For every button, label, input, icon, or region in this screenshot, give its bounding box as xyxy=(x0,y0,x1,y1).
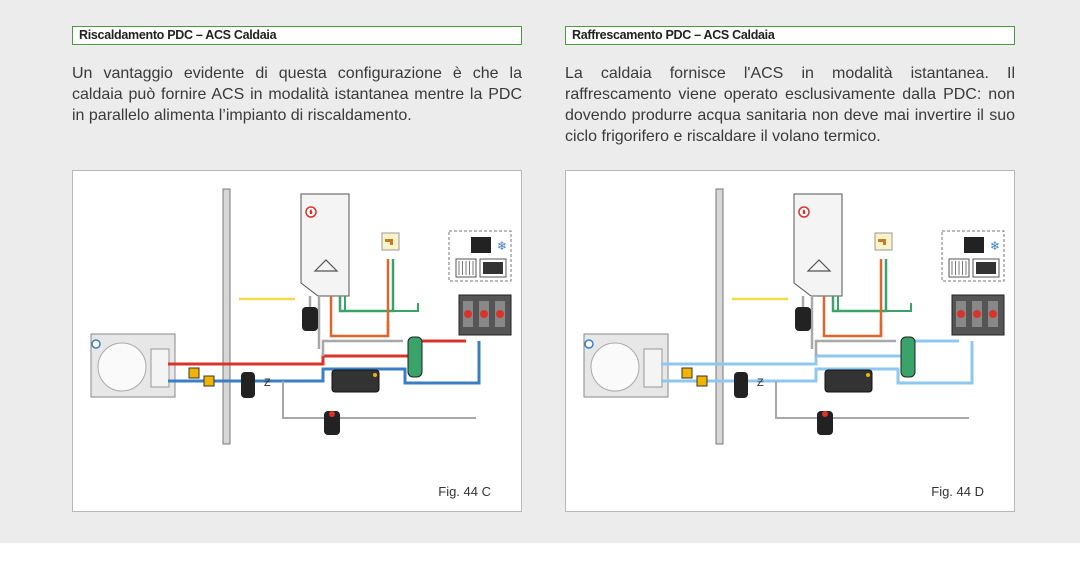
figure-label-left: Fig. 44 C xyxy=(438,484,491,499)
figure-44c: ❄Ƶ Fig. 44 C xyxy=(72,170,522,512)
valve-icon xyxy=(188,367,200,379)
figure-44d: ❄Ƶ Fig. 44 D xyxy=(565,170,1015,512)
figure-label-right: Fig. 44 D xyxy=(931,484,984,499)
page: Riscaldamento PDC – ACS Caldaia Un vanta… xyxy=(72,26,1015,512)
snowflake-icon: ❄ xyxy=(990,239,1000,253)
wall xyxy=(715,188,724,445)
hydraulic-separator-icon xyxy=(900,336,916,378)
terminal-units-box xyxy=(448,230,512,282)
fan-coil-icon xyxy=(964,237,984,253)
hydraulic-separator-icon xyxy=(407,336,423,378)
left-column: Riscaldamento PDC – ACS Caldaia Un vanta… xyxy=(72,26,522,126)
left-description: Un vantaggio evidente di questa configur… xyxy=(72,65,522,124)
right-description: La caldaia fornisce l'ACS in modalità is… xyxy=(565,65,1015,145)
svg-text:Ƶ: Ƶ xyxy=(757,377,764,389)
hydraulic-diagram-heating: ❄Ƶ xyxy=(90,188,512,445)
right-section-title: Raffrescamento PDC – ACS Caldaia xyxy=(565,26,1015,45)
return-pipe xyxy=(661,341,974,385)
footer-band xyxy=(0,543,1080,576)
terminal-units-box xyxy=(941,230,1005,282)
buffer-tank-icon xyxy=(824,369,873,393)
buffer-tank-icon xyxy=(331,369,380,393)
return-pipe xyxy=(168,341,481,385)
supply-pipe xyxy=(661,339,959,366)
svg-text:Ƶ: Ƶ xyxy=(264,377,271,389)
hydraulic-diagram-cooling: ❄Ƶ xyxy=(583,188,1005,445)
fan-coil-icon xyxy=(471,237,491,253)
snowflake-icon: ❄ xyxy=(497,239,507,253)
right-column: Raffrescamento PDC – ACS Caldaia La cald… xyxy=(565,26,1015,147)
wall xyxy=(222,188,231,445)
supply-pipe xyxy=(168,339,466,366)
valve-icon xyxy=(681,367,693,379)
left-section-title: Riscaldamento PDC – ACS Caldaia xyxy=(72,26,522,45)
